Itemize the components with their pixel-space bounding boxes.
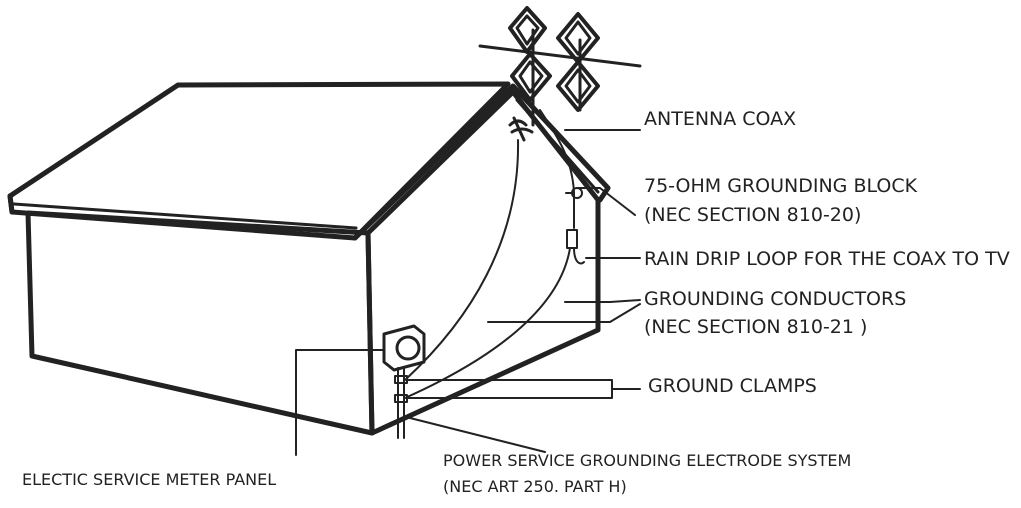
label-rain-drip-loop: RAIN DRIP LOOP FOR THE COAX TO TV xyxy=(644,248,1010,270)
label-grounding-conductors-section: (NEC SECTION 810-21 ) xyxy=(644,316,867,338)
label-grounding-block-section: (NEC SECTION 810-20) xyxy=(644,204,861,226)
label-power-service: POWER SERVICE GROUNDING ELECTRODE SYSTEM xyxy=(443,451,851,470)
label-grounding-block: 75-OHM GROUNDING BLOCK xyxy=(644,175,918,197)
meter-icon xyxy=(382,324,426,372)
house-icon xyxy=(7,81,611,436)
label-ground-clamps: GROUND CLAMPS xyxy=(648,375,817,397)
leader-lines xyxy=(295,129,641,456)
ground-clamps xyxy=(394,367,408,439)
antenna-icon xyxy=(478,6,642,142)
coax-cable xyxy=(539,109,585,265)
label-antenna-coax: ANTENNA COAX xyxy=(644,108,796,130)
grounding-conductors xyxy=(404,139,571,399)
grounding-block xyxy=(566,229,578,249)
label-grounding-conductors: GROUNDING CONDUCTORS xyxy=(644,288,906,310)
label-meter-panel: ELECTIC SERVICE METER PANEL xyxy=(22,470,276,489)
label-power-service-section: (NEC ART 250. PART H) xyxy=(443,477,627,496)
